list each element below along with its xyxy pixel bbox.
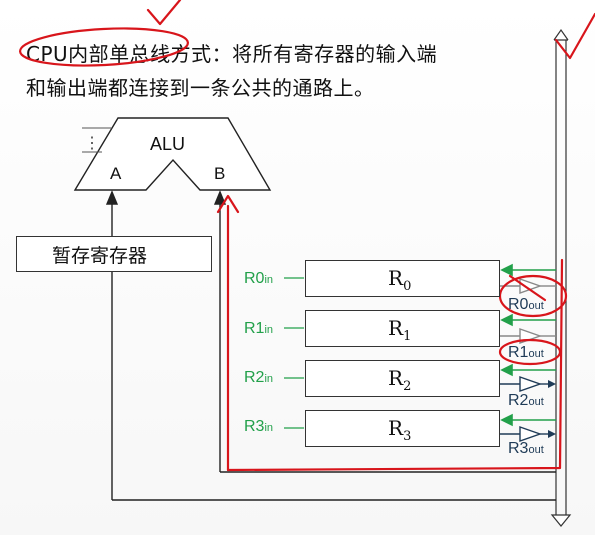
register-r0-label: R0 [388,266,412,294]
register-input-arrows [500,263,556,427]
alu-label: ALU [150,134,186,154]
r3-in-label: R3in [244,418,274,435]
alu-shape [73,117,272,191]
register-output-buffers [500,278,556,442]
alu-control-lines [82,127,112,153]
alu-input-b-label: B [214,164,226,183]
r2-in-label: R2in [244,369,274,386]
title-line-2: 和输出端都连接到一条公共的通路上。 [26,76,375,100]
r0-in-label: R0in [244,270,274,287]
temp-to-alu-a-wire [105,190,556,501]
temp-register-label: 暂存寄存器 [52,245,148,267]
register-r3-label: R3 [388,416,412,444]
register-in-control-lines [284,277,304,429]
register-r0-box [305,260,500,297]
temp-register-box [16,236,212,272]
register-r2-box [305,360,500,397]
register-r3-box [305,410,500,447]
r3-out-label: R3out [508,440,544,457]
title-line-1: CPU内部单总线方式：将所有寄存器的输入端 [26,42,438,66]
alu-control-dots: ⋮ [84,135,100,152]
r1-out-label: R1out [508,344,544,361]
alu-input-a-label: A [110,164,122,183]
bus-to-alu-b-wire [213,190,556,473]
r2-out-label: R2out [508,392,544,409]
r0-out-label: R0out [508,296,544,313]
register-r2-label: R2 [388,366,412,394]
register-r1-box [305,310,500,347]
r1-in-label: R1in [244,320,274,337]
register-r1-label: R1 [388,316,412,344]
red-annotations [19,0,595,472]
